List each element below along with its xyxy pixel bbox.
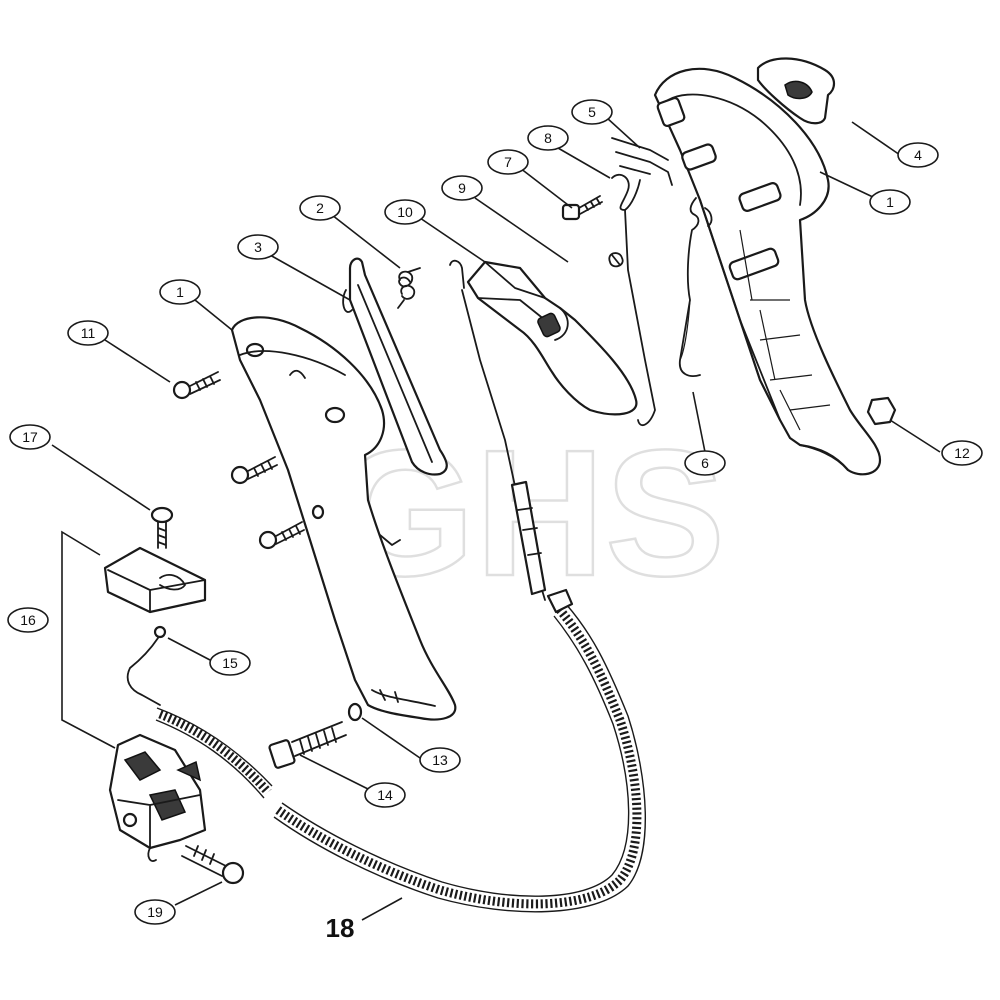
screw-upper-left bbox=[230, 456, 278, 485]
svg-text:8: 8 bbox=[544, 130, 552, 146]
screw-11 bbox=[172, 371, 221, 400]
retainer-clip bbox=[611, 137, 673, 186]
stop-switch bbox=[108, 733, 207, 862]
callout-8: 8 bbox=[527, 125, 569, 151]
callout-2: 2 bbox=[299, 195, 341, 221]
svg-text:2: 2 bbox=[316, 200, 324, 216]
svg-text:3: 3 bbox=[254, 239, 262, 255]
cable-part-number: 18 bbox=[326, 913, 355, 943]
torsion-spring bbox=[611, 173, 641, 211]
svg-text:15: 15 bbox=[222, 655, 238, 671]
svg-text:1: 1 bbox=[886, 194, 894, 210]
callout-16: 16 bbox=[7, 607, 49, 633]
callout-19: 19 bbox=[134, 899, 176, 925]
svg-text:9: 9 bbox=[458, 180, 466, 196]
svg-text:10: 10 bbox=[397, 204, 413, 220]
callout-9: 9 bbox=[441, 175, 483, 201]
callout-17: 17 bbox=[9, 424, 51, 450]
callout-4: 4 bbox=[897, 142, 939, 168]
svg-text:7: 7 bbox=[504, 154, 512, 170]
callout-1-right: 1 bbox=[869, 189, 911, 215]
hex-nut bbox=[866, 396, 897, 426]
svg-text:12: 12 bbox=[954, 445, 970, 461]
svg-text:16: 16 bbox=[20, 612, 36, 628]
svg-text:14: 14 bbox=[377, 787, 393, 803]
throttle-rod bbox=[624, 209, 656, 427]
trigger-spring bbox=[397, 267, 421, 309]
callout-6: 6 bbox=[684, 450, 726, 476]
callout-10: 10 bbox=[384, 199, 426, 225]
coil-spring bbox=[608, 252, 624, 268]
svg-text:4: 4 bbox=[914, 147, 922, 163]
callout-14: 14 bbox=[364, 782, 406, 808]
svg-text:5: 5 bbox=[588, 104, 596, 120]
screw-19 bbox=[181, 845, 245, 885]
svg-text:11: 11 bbox=[81, 325, 96, 341]
washer bbox=[347, 702, 363, 722]
ground-cable bbox=[155, 707, 273, 799]
lockout-lever bbox=[342, 257, 448, 476]
svg-text:1: 1 bbox=[176, 284, 184, 300]
cover-cap bbox=[756, 57, 836, 125]
callout-11: 11 bbox=[67, 320, 109, 346]
svg-text:19: 19 bbox=[147, 904, 163, 920]
screw-17 bbox=[150, 506, 174, 549]
bolt-14 bbox=[268, 721, 347, 769]
wire-terminal bbox=[126, 625, 167, 706]
callout-3: 3 bbox=[237, 234, 279, 260]
cable-fitting bbox=[510, 480, 547, 596]
screw-lower-left bbox=[258, 521, 305, 550]
small-screw bbox=[561, 195, 603, 221]
callout-5: 5 bbox=[571, 99, 613, 125]
handle-half-left bbox=[230, 316, 457, 721]
svg-text:17: 17 bbox=[22, 429, 38, 445]
callout-7: 7 bbox=[487, 149, 529, 175]
callout-15: 15 bbox=[209, 650, 251, 676]
handle-half-right bbox=[653, 67, 882, 476]
svg-text:13: 13 bbox=[432, 752, 448, 768]
throttle-trigger bbox=[466, 260, 638, 416]
bracket-16 bbox=[61, 530, 116, 749]
leader-lines bbox=[51, 117, 941, 921]
switch-cover bbox=[103, 546, 207, 614]
throttle-cable bbox=[273, 588, 646, 913]
callout-12: 12 bbox=[941, 440, 983, 466]
callout-13: 13 bbox=[419, 747, 461, 773]
wire-link bbox=[678, 197, 701, 377]
callout-1-left: 1 bbox=[159, 279, 201, 305]
svg-text:6: 6 bbox=[701, 455, 709, 471]
